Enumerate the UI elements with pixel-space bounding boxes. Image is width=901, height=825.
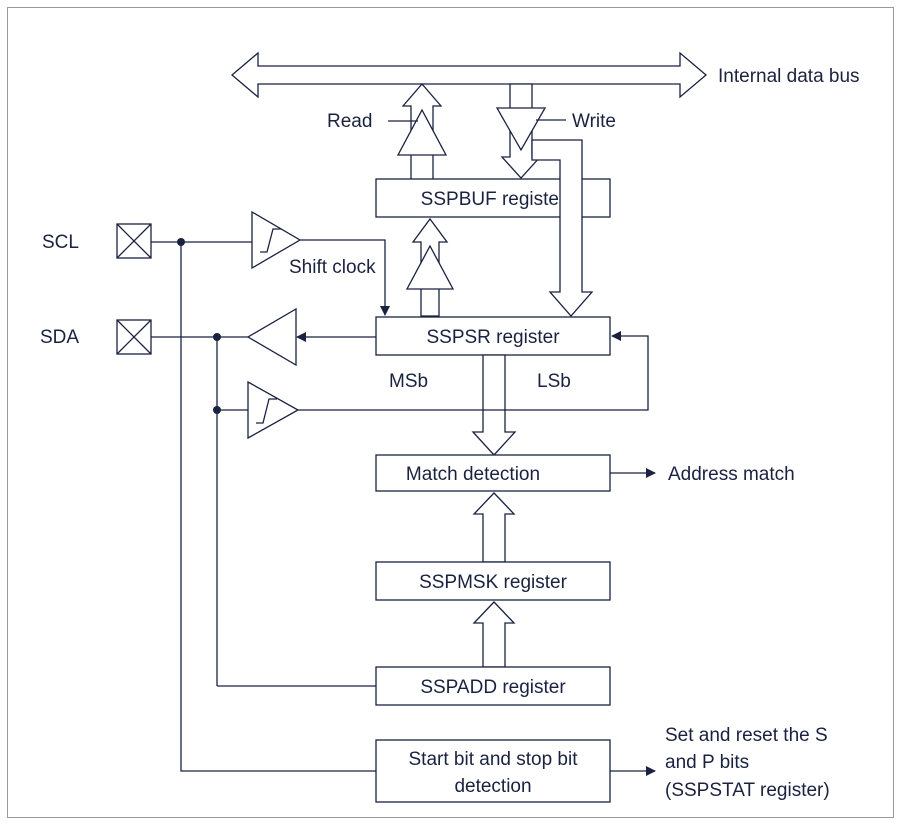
sda-pin-icon	[116, 319, 152, 355]
write-data-arrow	[531, 139, 594, 317]
sspsr-register-label: SSPSR register	[426, 327, 560, 348]
sda-pin-label: SDA	[40, 327, 79, 348]
start-stop-label-line1: Start bit and stop bit	[409, 749, 579, 770]
sda-input-wire	[298, 331, 649, 411]
address-match-label: Address match	[668, 464, 795, 485]
write-label: Write	[572, 111, 616, 132]
sspbuf-register-label: SSPBUF register	[421, 189, 566, 210]
internal-data-bus-arrow	[230, 51, 708, 99]
sspsr-buffer-icon	[405, 244, 455, 290]
sspadd-to-sspmsk-arrow	[472, 601, 516, 668]
msb-label: MSb	[389, 371, 428, 392]
sspmsk-to-match-arrow	[472, 492, 516, 563]
scl-pin-label: SCL	[42, 232, 79, 253]
lsb-label: LSb	[537, 371, 571, 392]
sspadd-register-block	[375, 666, 611, 706]
set-reset-label-line3: (SSPSTAT register)	[665, 780, 830, 801]
read-buffer-icon	[396, 108, 448, 156]
sda-output-buffer-icon	[246, 307, 297, 367]
sspsr-to-match-arrow	[471, 354, 517, 456]
start-stop-detection-block	[375, 739, 611, 803]
read-label: Read	[327, 111, 372, 132]
sspmsk-register-block	[375, 561, 611, 601]
set-reset-label-line1: Set and reset the S	[665, 725, 828, 746]
sspmsk-register-label: SSPMSK register	[419, 572, 567, 593]
scl-schmitt-buffer-icon	[251, 210, 302, 270]
sspadd-register-label: SSPADD register	[420, 677, 566, 698]
sda-schmitt-buffer-icon	[247, 380, 300, 440]
start-stop-label-line2: detection	[454, 776, 531, 797]
write-buffer-icon	[495, 107, 547, 152]
match-detection-label: Match detection	[406, 464, 540, 485]
scl-pin-icon	[116, 223, 152, 259]
shift-clock-label: Shift clock	[289, 257, 376, 278]
diagram-frame	[7, 7, 894, 818]
internal-bus-label: Internal data bus	[718, 66, 860, 87]
scl-to-startstop-wire	[180, 242, 376, 772]
match-detection-block	[375, 454, 611, 492]
set-reset-label-line2: and P bits	[665, 752, 749, 773]
shift-clock-wire	[300, 239, 390, 316]
